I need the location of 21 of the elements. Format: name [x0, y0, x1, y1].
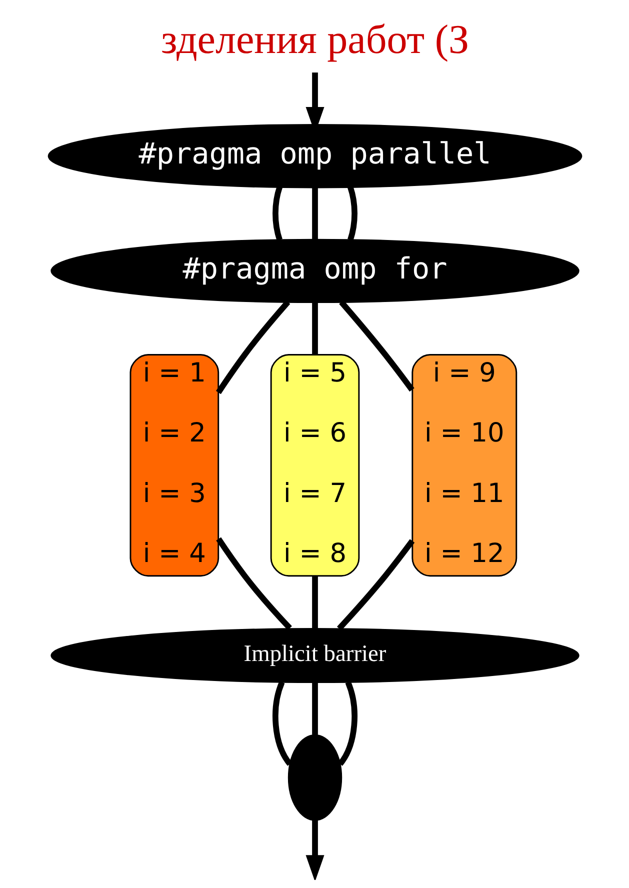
arrow — [305, 820, 324, 880]
node-ellipse: Implicit barrier — [50, 628, 579, 684]
node-ellipse: #pragma omp parallel — [47, 124, 582, 188]
connector — [312, 682, 318, 735]
connector — [337, 681, 357, 766]
diagram-title: зделения работ (З — [160, 16, 469, 62]
node-ellipse: #pragma omp for — [50, 238, 579, 304]
node-box: i = 5 i = 6 i = 7 i = 8 — [270, 354, 360, 577]
connector — [312, 188, 318, 240]
node-ellipse — [287, 734, 342, 821]
node-box: i = 1 i = 2 i = 3 i = 4 — [129, 354, 219, 577]
connector — [216, 537, 292, 630]
connector — [215, 300, 290, 394]
connector — [312, 576, 318, 628]
connector — [312, 302, 318, 354]
connector — [272, 186, 282, 241]
connector — [338, 300, 414, 392]
connector — [336, 539, 414, 631]
connector — [347, 186, 357, 241]
node-box: i = 9 i = 10 i = 11 i = 12 — [411, 354, 517, 577]
connector — [272, 681, 292, 766]
